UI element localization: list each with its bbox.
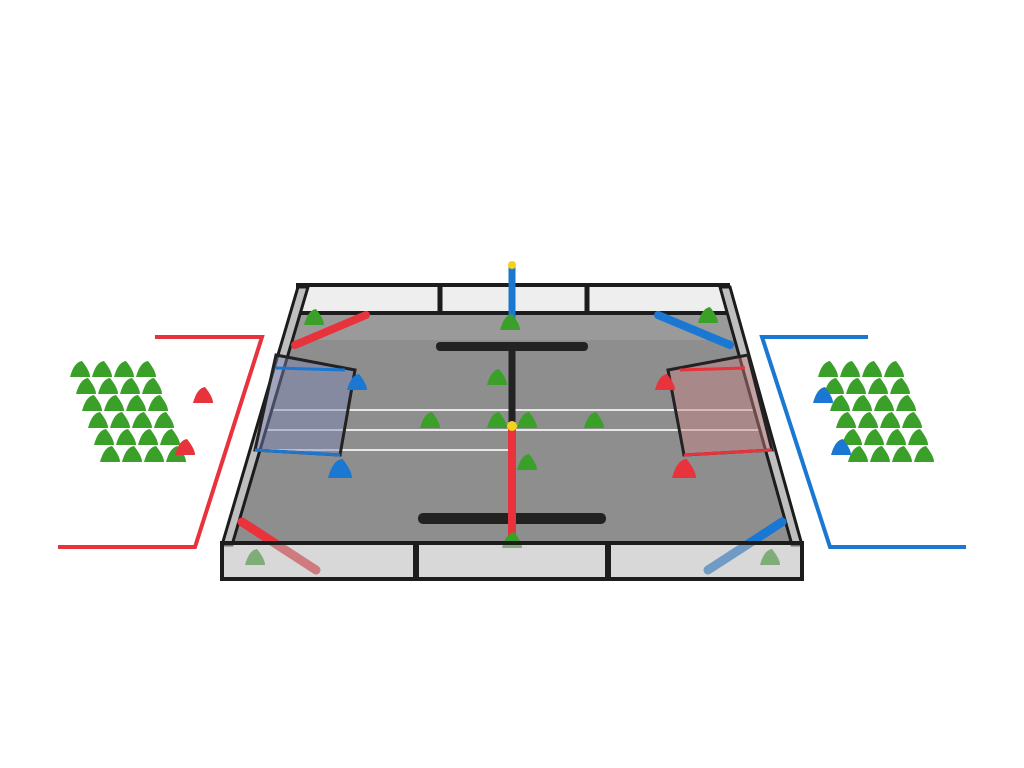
- green-triball: [132, 412, 152, 428]
- green-triball: [126, 395, 146, 411]
- green-triball: [517, 454, 537, 470]
- green-triball: [70, 361, 90, 377]
- green-triball: [420, 412, 440, 428]
- blue-goal: [253, 353, 357, 457]
- green-triball: [584, 412, 604, 428]
- pole-cap: [508, 261, 516, 269]
- blue-triball: [347, 374, 367, 390]
- green-triball: [136, 361, 156, 377]
- green-triball: [144, 446, 164, 462]
- red-goal: [666, 353, 774, 457]
- green-triball: [842, 429, 862, 445]
- green-triball: [98, 378, 118, 394]
- green-triball: [100, 446, 120, 462]
- pole-cap: [507, 421, 517, 431]
- green-triball: [82, 395, 102, 411]
- green-triball: [886, 429, 906, 445]
- green-triball: [698, 307, 718, 323]
- green-triball: [487, 412, 507, 428]
- green-triball: [138, 429, 158, 445]
- green-triball: [902, 412, 922, 428]
- green-triball: [836, 412, 856, 428]
- green-triball: [148, 395, 168, 411]
- blue-bar: [654, 311, 734, 349]
- green-triball: [122, 446, 142, 462]
- red-triball: [672, 458, 696, 478]
- green-triball: [304, 309, 324, 325]
- blue-triball: [813, 387, 833, 403]
- green-triball: [840, 361, 860, 377]
- green-triball: [908, 429, 928, 445]
- red-triball: [175, 439, 195, 455]
- red-triball: [655, 374, 675, 390]
- green-triball: [116, 429, 136, 445]
- green-triball: [92, 361, 112, 377]
- green-triball: [824, 378, 844, 394]
- blue-zone-line: [759, 335, 966, 549]
- green-triball: [160, 429, 180, 445]
- blue-triball: [328, 458, 352, 478]
- green-triball: [868, 378, 888, 394]
- green-triball: [862, 361, 882, 377]
- green-triball: [104, 395, 124, 411]
- green-triball: [154, 412, 174, 428]
- green-triball: [870, 446, 890, 462]
- green-triball: [858, 412, 878, 428]
- red-zone-line: [58, 335, 265, 549]
- green-triball: [874, 395, 894, 411]
- blue-triball: [831, 439, 851, 455]
- green-triball: [864, 429, 884, 445]
- green-triball: [830, 395, 850, 411]
- green-triball: [890, 378, 910, 394]
- green-triball: [880, 412, 900, 428]
- green-triball: [852, 395, 872, 411]
- near-wall: [220, 541, 804, 581]
- green-triball: [114, 361, 134, 377]
- green-triball: [76, 378, 96, 394]
- red-triball: [193, 387, 213, 403]
- green-triball: [88, 412, 108, 428]
- green-triball: [517, 412, 537, 428]
- green-triball: [818, 361, 838, 377]
- green-triball: [120, 378, 140, 394]
- green-triball: [487, 369, 507, 385]
- green-triball: [110, 412, 130, 428]
- green-triball: [914, 446, 934, 462]
- green-triball: [896, 395, 916, 411]
- green-triball: [142, 378, 162, 394]
- green-triball: [500, 314, 520, 330]
- red-bar: [291, 311, 370, 349]
- green-triball: [848, 446, 868, 462]
- green-triball: [94, 429, 114, 445]
- green-triball: [892, 446, 912, 462]
- green-triball: [846, 378, 866, 394]
- green-triball: [884, 361, 904, 377]
